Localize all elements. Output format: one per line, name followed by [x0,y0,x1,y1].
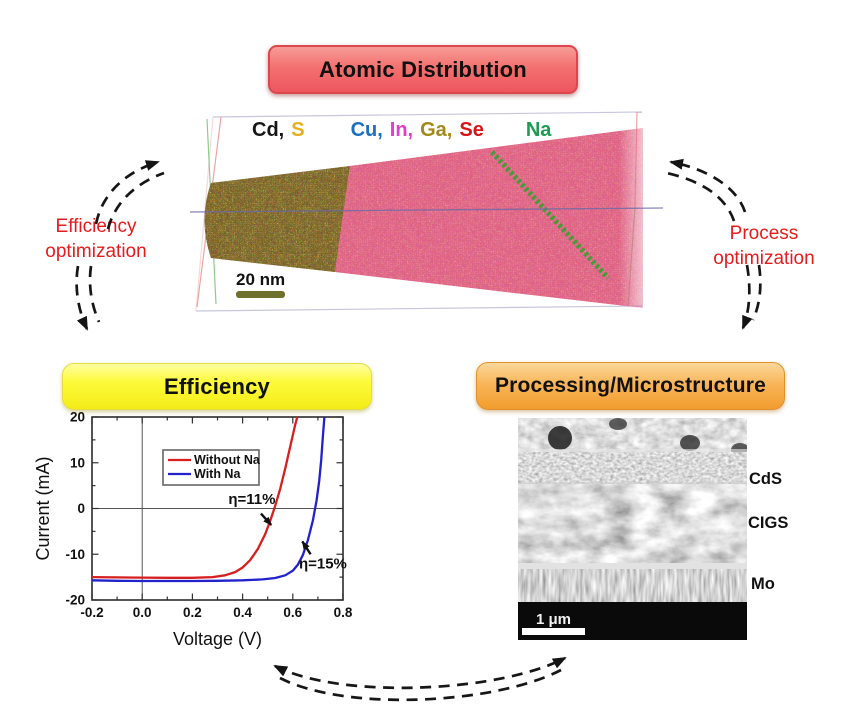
sem-dark-pore [680,435,700,451]
sem-cds-layer [518,452,747,484]
y-tick-label: 10 [70,455,85,470]
arrow-right-down [741,264,753,330]
x-tick-label: 0.6 [283,605,302,620]
sem-scale-label: 1 μm [536,611,571,628]
sem-layers: 1 μm [518,418,747,640]
arrow-right-down-inner [751,264,762,321]
chart-legend [162,449,260,486]
element-label-cd: Cd, [252,119,285,141]
efficiency-annotation: η=15% [299,555,347,572]
element-label-cu: Cu, [350,119,383,141]
arrow-bottom-cycle-inner [279,668,562,702]
processing-box: Processing/Microstructure [476,362,785,410]
sem-bright-interface [518,563,747,569]
y-tick-label: -10 [65,547,85,562]
efficiency-annotation: η=11% [228,491,275,508]
y-tick-label: 0 [77,501,85,516]
process-optimization-label: Process optimization [692,221,836,272]
arrow-left-down [75,265,89,331]
sem-label-mo: Mo [751,575,775,593]
x-tick-label: 0.8 [334,605,353,620]
apt-axis-line [189,207,663,213]
x-axis-title: Voltage (V) [173,629,262,649]
legend-entry: Without Na [194,453,261,467]
chart-frame [91,416,344,601]
element-label-s: S [291,119,305,141]
apt-scale-bar: 20 nm [236,270,285,298]
processing-title: Processing/Microstructure [494,374,767,397]
x-tick-label: -0.2 [80,605,103,620]
efficiency-optimization-label: Efficiency optimization [20,214,172,265]
sem-label-cds: CdS [749,470,782,488]
arrow-left-down-inner [88,265,101,323]
sem-cigs-layer [518,484,747,565]
sem-scale-bar-line [522,628,585,635]
curve-with-na [91,416,326,583]
arrow-bottom-cycle [273,656,567,690]
annotation-arrow [260,512,273,526]
scale-bar-line [236,291,285,298]
process-optimization-line1: Process [729,223,799,244]
na-grain-boundary [489,150,611,280]
apt-element-labels: Cd, S Cu, In, Ga, Se Na [252,119,551,142]
arrow-process-to-atomic [669,158,747,213]
curve-without-na [91,416,299,579]
sem-label-cigs: CIGS [748,514,789,532]
annotation-arrow [301,540,312,555]
element-label-se: Se [459,119,484,141]
y-axis-title: Current (mA) [35,456,53,560]
sem-dark-pore [548,426,572,450]
arrow-process-to-atomic-inner [666,171,736,222]
sem-dark-pore [609,418,627,430]
atomic-distribution-box: Atomic Distribution [268,45,578,94]
efficiency-optimization-line2: optimization [45,241,147,263]
x-tick-label: 0.2 [183,605,202,620]
sem-image: 1 μm [518,418,747,640]
apt-scale-label: 20 nm [236,270,286,289]
apt-reconstruction-image [189,111,663,312]
efficiency-title: Efficiency [164,373,270,399]
atomic-distribution-title: Atomic Distribution [319,56,527,82]
element-label-na: Na [525,119,552,141]
efficiency-box: Efficiency [62,363,372,410]
apt-tip-cloud [204,128,643,308]
x-tick-label: 0.0 [133,605,152,620]
process-optimization-line2: optimization [713,248,815,270]
efficiency-optimization-line1: Efficiency [55,216,137,237]
x-tick-label: 0.4 [233,605,252,620]
element-label-in: In, [389,119,414,141]
y-tick-label: -20 [65,593,85,608]
sem-mo-layer [518,569,747,602]
legend-entry: With Na [194,467,241,481]
y-tick-label: 20 [70,410,85,425]
element-label-ga: Ga, [420,119,453,141]
